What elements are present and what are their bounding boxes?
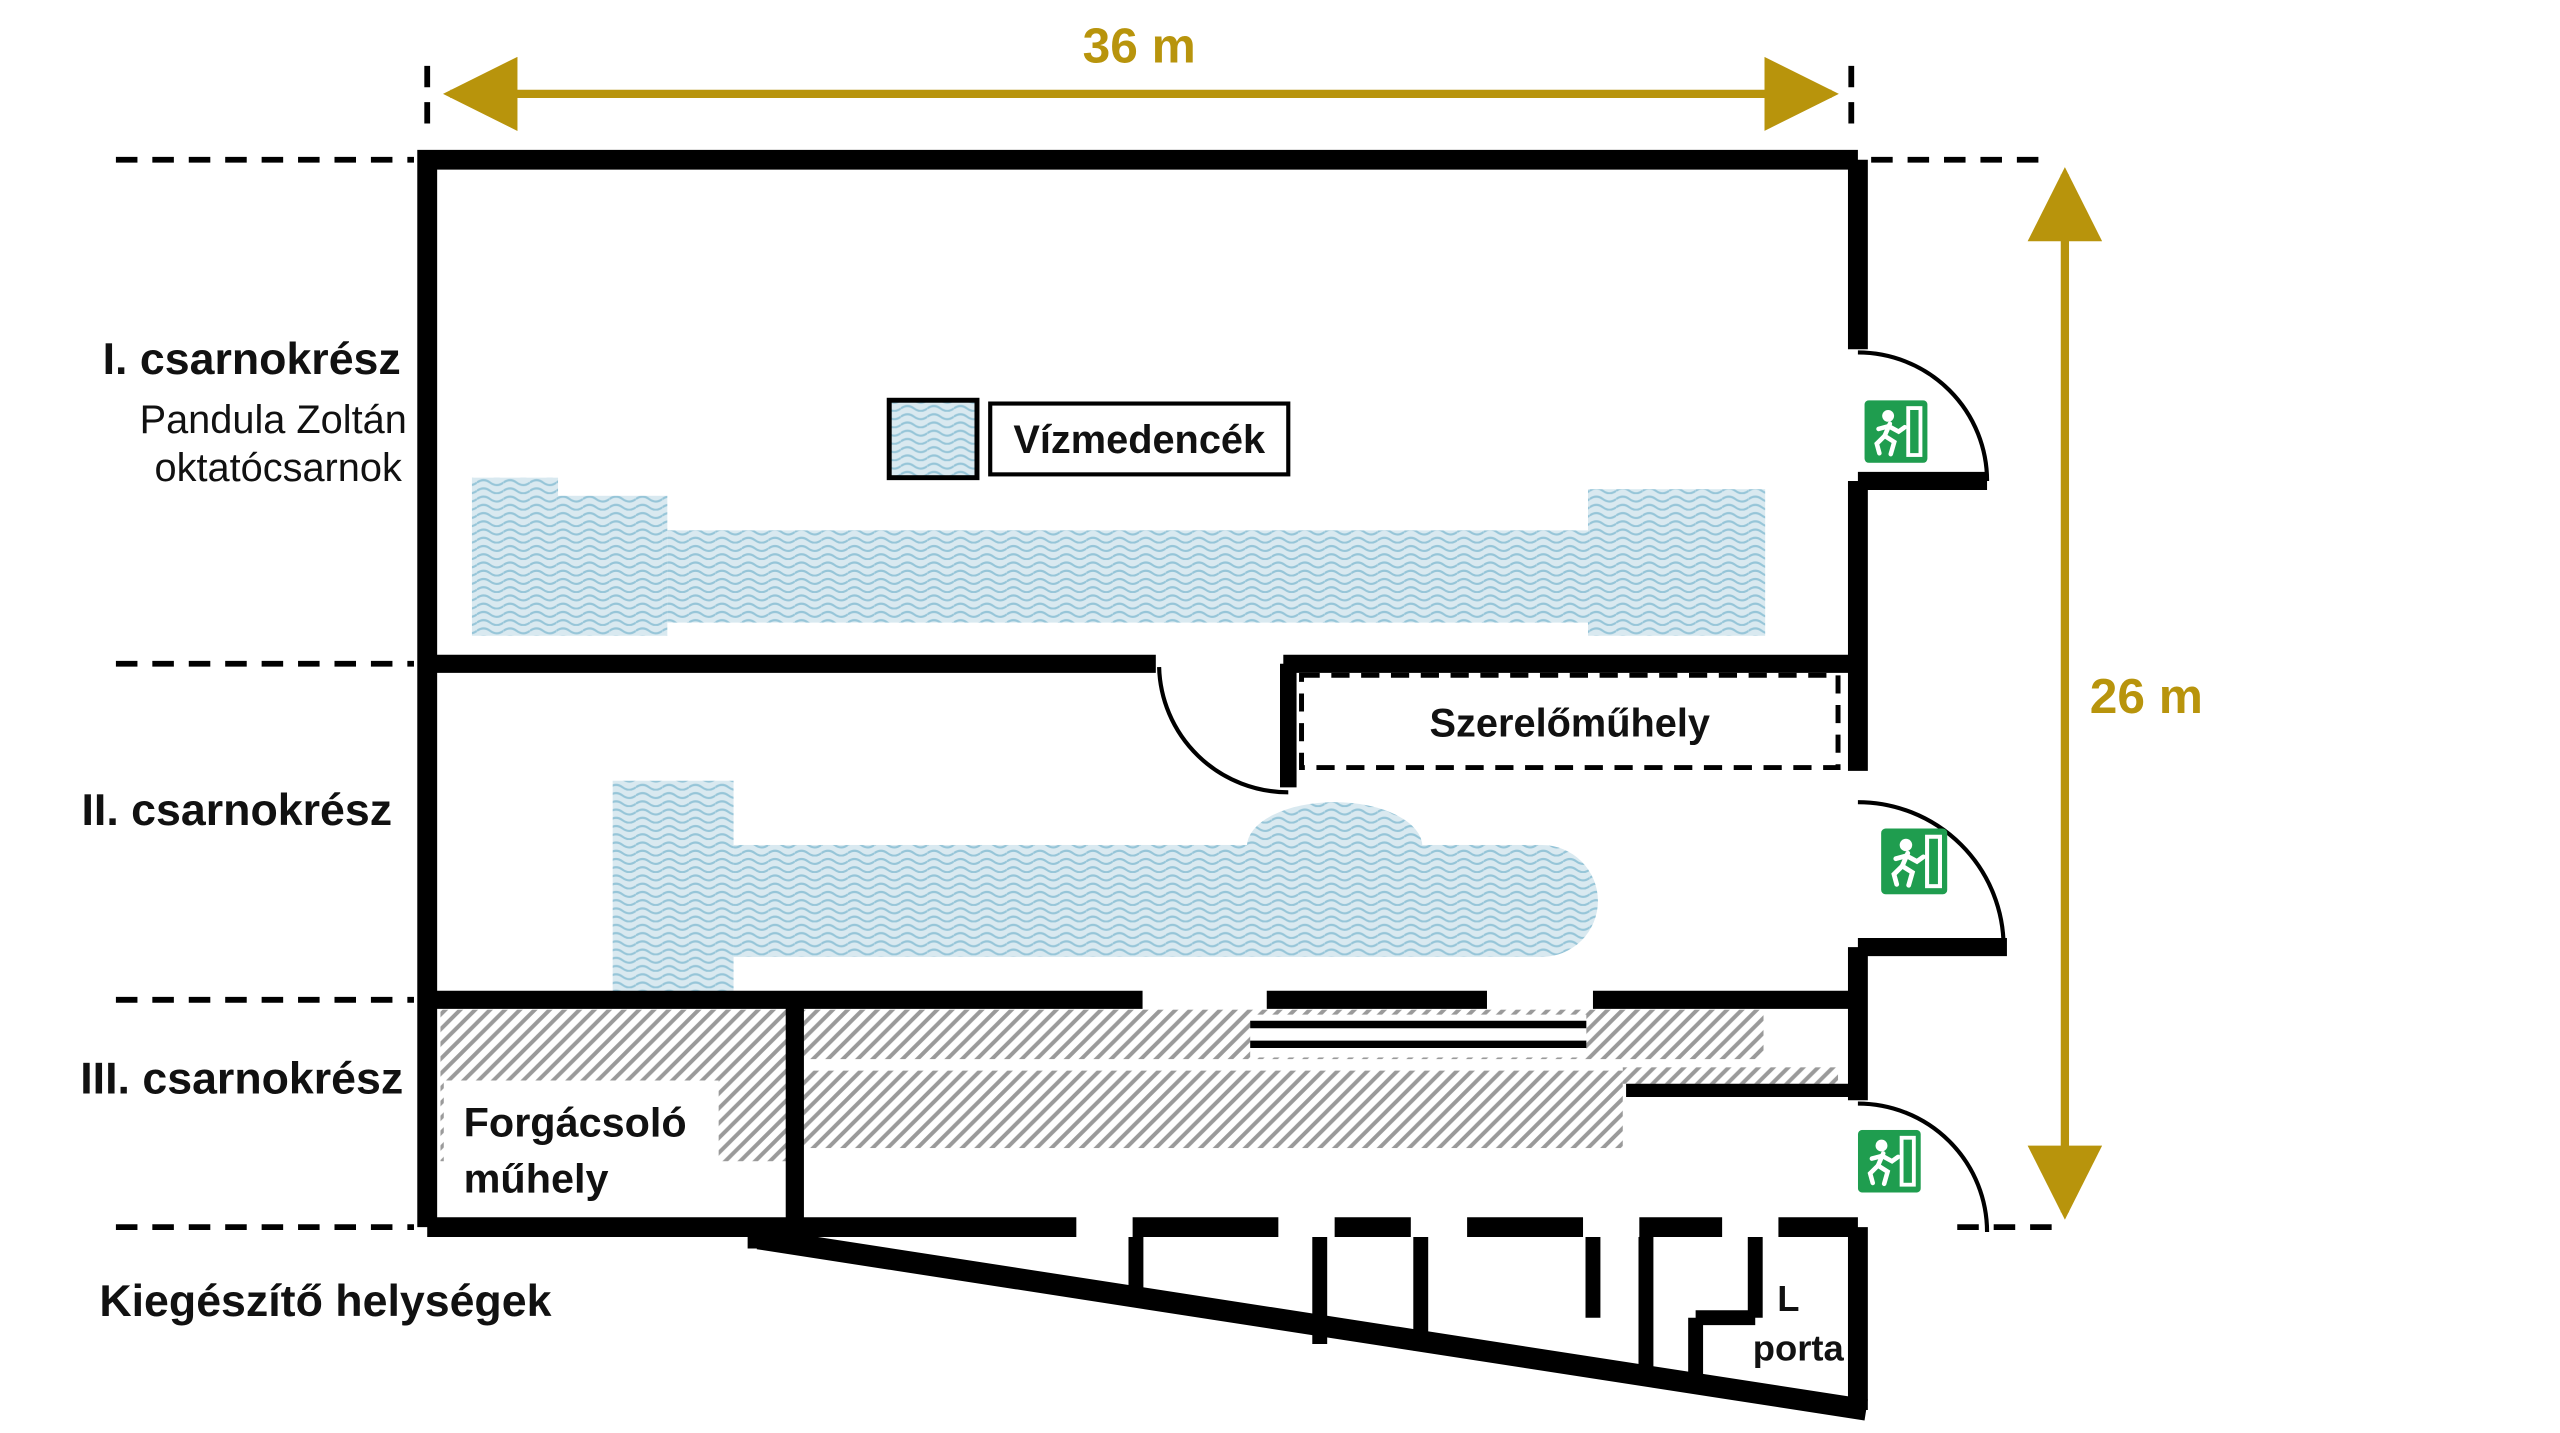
hatch-band-bottom (801, 1070, 1623, 1149)
door-arc-hall2 (1157, 667, 1289, 795)
pool-hall2-end (1485, 844, 1598, 957)
section-labels: I. csarnokrész Pandula Zoltán oktatócsar… (80, 335, 551, 1326)
annex-title: Kiegészítő helységek (99, 1277, 551, 1326)
height-label: 26 m (2090, 669, 2203, 724)
pool-hall1-step (558, 495, 668, 636)
machining-label-box (443, 1080, 719, 1216)
pool-hall2-bump (1246, 802, 1423, 892)
exit-icon-hall3 (1858, 1130, 1921, 1193)
exit-icon-hall1 (1865, 400, 1928, 463)
assembly-workshop-room: Szerelőműhely (1299, 672, 1841, 771)
section2-title: II. csarnokrész (82, 786, 393, 835)
door-arc-exit3 (1857, 1101, 1990, 1233)
hatch-strip-right (1622, 1067, 1839, 1084)
dimension-height: 26 m (2027, 167, 2203, 1220)
exit-icon-hall2 (1881, 829, 1947, 895)
interior-walls (427, 471, 2007, 1228)
door-arc-exit1 (1857, 350, 1990, 481)
porta-label: porta (1753, 1328, 1845, 1369)
machining-label-line2: műhely (464, 1156, 609, 1202)
width-label: 36 m (1083, 19, 1196, 74)
door-arcs (1157, 350, 2006, 1233)
water-pools (471, 477, 1766, 995)
section1-title: I. csarnokrész (103, 335, 401, 384)
pool-hall1-right (1587, 489, 1766, 636)
porta-labels: L porta (1753, 1278, 1845, 1368)
porta-partition (1688, 1236, 1763, 1381)
section1-subtitle1: Pandula Zoltán (140, 398, 407, 442)
legend: Vízmedencék (886, 397, 1291, 481)
machining-workshop-label: Forgácsoló műhely (443, 1080, 719, 1216)
pool-hall2-band (733, 844, 1542, 957)
pool-hall1-left (471, 477, 559, 636)
section3-title: III. csarnokrész (80, 1055, 403, 1104)
pool-hall1-band (667, 530, 1588, 623)
assembly-workshop-label: Szerelőműhely (1430, 701, 1710, 745)
legend-water-swatch (886, 397, 980, 481)
legend-water-label: Vízmedencék (1013, 418, 1266, 462)
dimension-width: 36 m (442, 19, 1839, 131)
annex-walls (747, 1227, 1868, 1421)
legend-label-box (988, 401, 1291, 477)
door-arc-exit2 (1857, 800, 2006, 948)
machining-label-line1: Forgácsoló (464, 1100, 687, 1146)
section1-subtitle2: oktatócsarnok (155, 446, 403, 490)
assembly-workshop-outline (1299, 672, 1841, 771)
pool-hall2-left (612, 780, 734, 995)
guide-dashes (115, 65, 2054, 1230)
porta-letter: L (1777, 1278, 1799, 1319)
